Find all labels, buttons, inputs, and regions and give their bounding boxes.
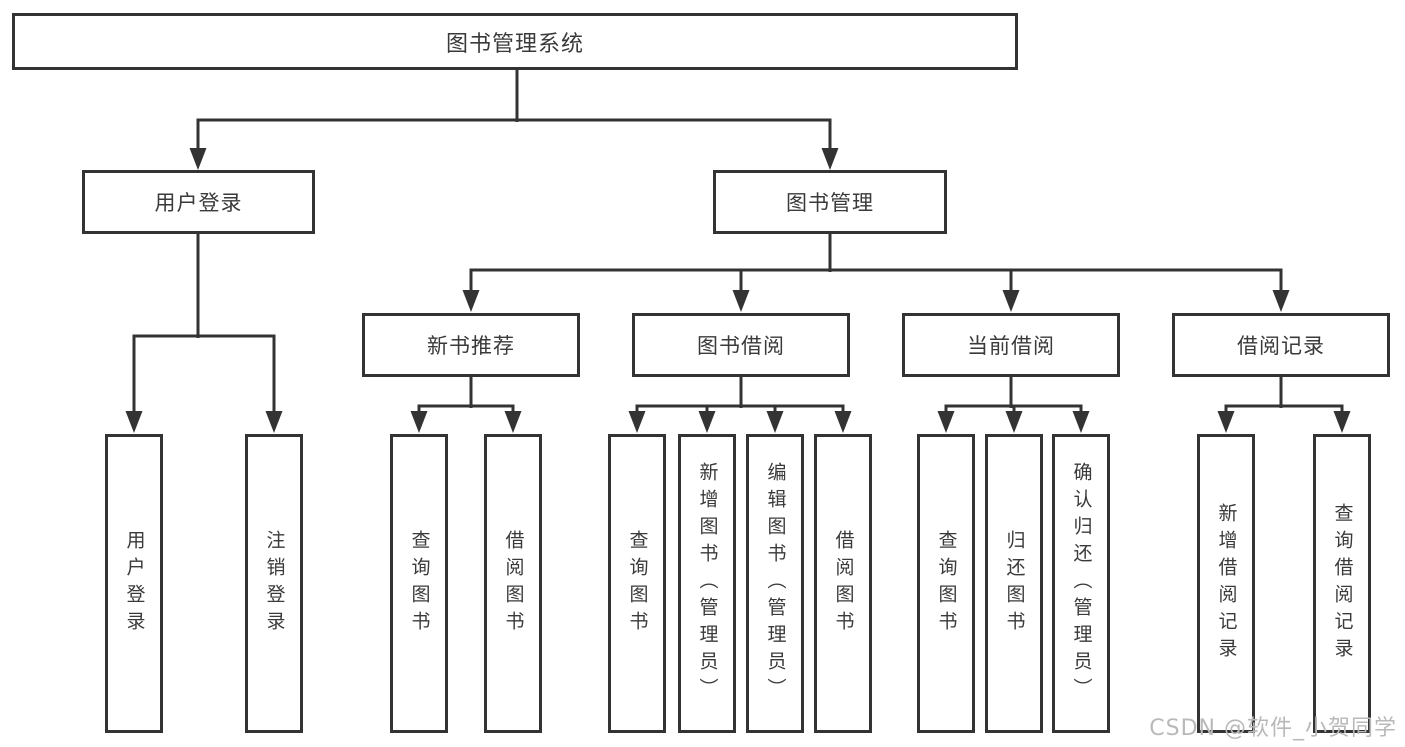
leaf-query-books-borrowing: 查询图书 (608, 434, 666, 733)
leaf-add-borrow-record: 新增借阅记录 (1197, 434, 1255, 733)
leaf-label: 新增借阅记录 (1215, 502, 1238, 665)
node-borrowing-records: 借阅记录 (1172, 313, 1390, 377)
leaf-label: 用户登录 (123, 529, 146, 638)
leaf-label: 借阅图书 (502, 529, 525, 638)
leaf-user-login: 用户登录 (105, 434, 163, 733)
node-library-management-system: 图书管理系统 (12, 13, 1018, 70)
leaf-label: 确认归还（管理员） (1070, 462, 1093, 705)
leaf-borrow-books: 借阅图书 (814, 434, 872, 733)
leaf-edit-books-admin: 编辑图书（管理员） (746, 434, 804, 733)
leaf-borrow-books-recommend: 借阅图书 (484, 434, 542, 733)
csdn-watermark: CSDN @软件_小贺同学 (1149, 716, 1397, 741)
leaf-query-books-recommend: 查询图书 (390, 434, 448, 733)
leaf-label: 查询图书 (935, 529, 958, 638)
leaf-label: 编辑图书（管理员） (764, 462, 787, 705)
leaf-confirm-return-admin: 确认归还（管理员） (1052, 434, 1110, 733)
leaf-label: 查询图书 (626, 529, 649, 638)
leaf-label: 归还图书 (1003, 529, 1026, 638)
node-current-borrowing: 当前借阅 (902, 313, 1120, 377)
node-book-management: 图书管理 (713, 170, 947, 234)
node-user-login: 用户登录 (82, 170, 315, 234)
leaf-label: 查询借阅记录 (1331, 502, 1354, 665)
leaf-return-books: 归还图书 (985, 434, 1043, 733)
leaf-query-books-current: 查询图书 (917, 434, 975, 733)
leaf-label: 新增图书（管理员） (696, 462, 719, 705)
node-book-borrowing: 图书借阅 (632, 313, 850, 377)
leaf-label: 查询图书 (408, 529, 431, 638)
leaf-add-books-admin: 新增图书（管理员） (678, 434, 736, 733)
leaf-query-borrow-record: 查询借阅记录 (1313, 434, 1371, 733)
leaf-logout: 注销登录 (245, 434, 303, 733)
leaf-label: 借阅图书 (832, 529, 855, 638)
leaf-label: 注销登录 (263, 529, 286, 638)
node-new-book-recommendation: 新书推荐 (362, 313, 580, 377)
